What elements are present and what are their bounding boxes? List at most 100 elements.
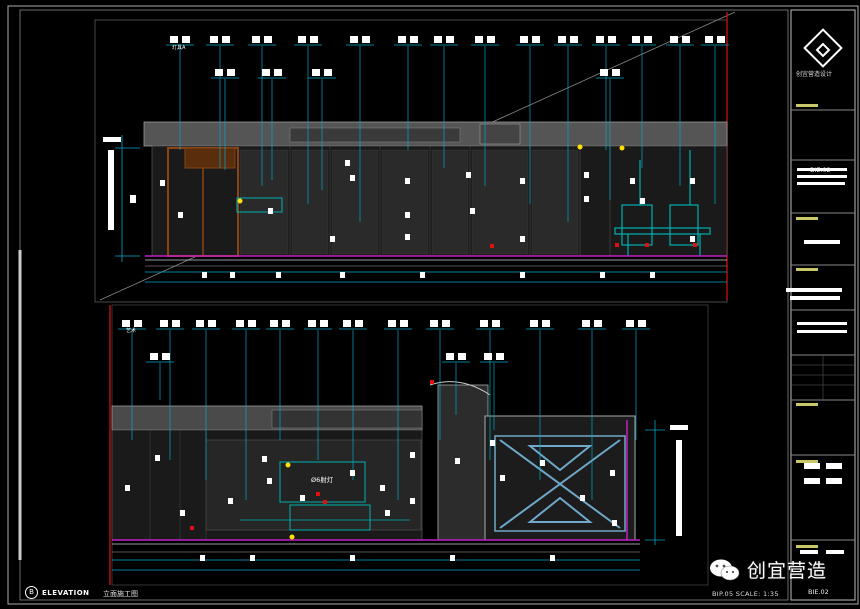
red-mark — [430, 380, 434, 384]
tag-box — [282, 320, 290, 327]
elevation-subtitle: 立面施工图 — [103, 590, 138, 598]
dimension-marker — [612, 520, 617, 526]
tag-box — [558, 36, 566, 43]
tag-box — [530, 320, 538, 327]
tag-box — [458, 353, 466, 360]
tag-box — [324, 69, 332, 76]
tag-box — [638, 320, 646, 327]
dimension-marker — [520, 272, 525, 278]
tag-box — [626, 320, 634, 327]
tag-box — [210, 36, 218, 43]
tag-box — [612, 69, 620, 76]
red-mark — [316, 492, 320, 496]
dimension-marker — [520, 178, 525, 184]
dimension-marker — [350, 470, 355, 476]
dimension-marker — [345, 160, 350, 166]
tag-box — [475, 36, 483, 43]
light-point — [237, 198, 243, 204]
fixture-label: Ø6射灯 — [311, 475, 334, 484]
tag-box — [442, 320, 450, 327]
light-point — [285, 462, 291, 468]
tag-box — [122, 320, 130, 327]
tag-box — [480, 320, 488, 327]
tag-box — [270, 320, 278, 327]
dimension-marker — [178, 212, 183, 218]
tag-box — [208, 320, 216, 327]
fixture-label-b: 艺术 — [126, 327, 136, 334]
dimension-marker — [180, 510, 185, 516]
dimension-marker — [580, 495, 585, 501]
dimension-marker — [520, 236, 525, 242]
dimension-marker — [540, 460, 545, 466]
tag-box — [182, 36, 190, 43]
tag-box — [264, 36, 272, 43]
tv-frame — [279, 461, 366, 503]
tag-box — [410, 36, 418, 43]
red-mark — [693, 243, 697, 247]
tag-box — [542, 320, 550, 327]
tag-box — [310, 36, 318, 43]
white-markers — [125, 160, 695, 561]
dimension-marker — [690, 236, 695, 242]
tag-box — [496, 353, 504, 360]
leader-lines-bottom — [118, 328, 650, 500]
dimension-marker — [330, 236, 335, 242]
dimension-marker — [228, 498, 233, 504]
tag-box — [150, 353, 158, 360]
dimension-marker — [267, 478, 272, 484]
dimension-marker — [470, 208, 475, 214]
dimension-marker — [650, 272, 655, 278]
tag-box — [446, 353, 454, 360]
tag-box — [134, 320, 142, 327]
tag-box — [388, 320, 396, 327]
tag-box — [343, 320, 351, 327]
watermark: 创宜营造 — [708, 556, 827, 583]
dimension-marker — [262, 456, 267, 462]
fixture-label-a: 灯具A — [172, 44, 186, 51]
tag-box — [632, 36, 640, 43]
dimension-marker — [276, 272, 281, 278]
red-mark — [645, 243, 649, 247]
red-marks — [190, 243, 697, 530]
dimension-marker — [385, 510, 390, 516]
tag-box — [670, 36, 678, 43]
tag-box — [355, 320, 363, 327]
tag-box — [398, 36, 406, 43]
tag-box — [594, 320, 602, 327]
tag-box — [570, 36, 578, 43]
tag-box — [520, 36, 528, 43]
bottom-elevation — [109, 304, 709, 586]
tag-box — [487, 36, 495, 43]
dimension-marker — [490, 440, 495, 446]
dimension-marker — [200, 555, 205, 561]
red-mark — [615, 243, 619, 247]
dimension-marker — [466, 172, 471, 178]
tag-labels — [122, 36, 725, 360]
red-mark — [190, 526, 194, 530]
tag-box — [717, 36, 725, 43]
tag-box — [492, 320, 500, 327]
dimension-marker — [455, 458, 460, 464]
sheet-number-top: BIE.02 — [810, 166, 831, 174]
dimension-marker — [202, 272, 207, 278]
dimension-marker — [450, 555, 455, 561]
dimension-marker — [155, 455, 160, 461]
tag-box — [600, 69, 608, 76]
watermark-text: 创宜营造 — [747, 560, 828, 582]
tag-box — [582, 320, 590, 327]
light-point — [619, 145, 625, 151]
tag-box — [400, 320, 408, 327]
tag-box — [160, 320, 168, 327]
dimension-marker — [690, 178, 695, 184]
tag-box — [682, 36, 690, 43]
red-mark — [490, 244, 494, 248]
dimension-marker — [250, 555, 255, 561]
tag-box — [170, 36, 178, 43]
dimension-marker — [405, 178, 410, 184]
tag-box — [196, 320, 204, 327]
red-mark — [323, 500, 327, 504]
dimension-marker — [600, 272, 605, 278]
elevation-title: ELEVATION — [42, 589, 90, 597]
tag-box — [222, 36, 230, 43]
tag-box — [312, 69, 320, 76]
